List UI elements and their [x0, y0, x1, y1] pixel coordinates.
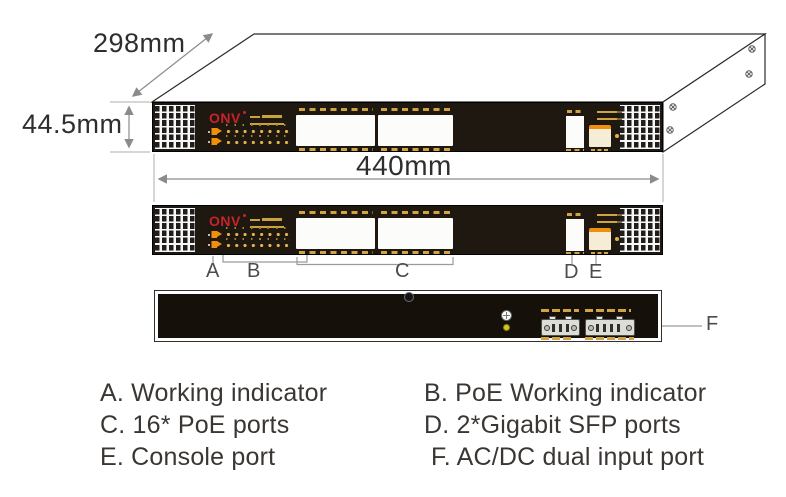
poe-port-bank-2	[378, 218, 453, 249]
dc-input-micro-label	[585, 309, 631, 312]
model-text-mark	[262, 218, 282, 221]
port-number-labels	[381, 251, 451, 254]
brand-logo: ONV	[209, 110, 241, 126]
sfp-port-labels	[566, 148, 584, 151]
console-port	[589, 125, 611, 147]
dc-input-terminal-block	[585, 316, 635, 336]
ac-pinout-micro-label	[541, 337, 571, 340]
working-indicator-arrow-icon	[208, 241, 222, 248]
ground-symbol-icon	[503, 324, 510, 331]
legend-left-column: A. Working indicator C. 16* PoE ports E.…	[100, 377, 327, 473]
chassis-3d-faces	[150, 32, 767, 154]
ac-input-micro-label	[541, 309, 579, 312]
poe-led-row	[225, 241, 292, 249]
vent-grille-left	[154, 207, 196, 253]
front-panel-3d-view: ONV	[152, 102, 663, 152]
terminal-tab	[565, 316, 572, 320]
terminal-tab	[596, 316, 603, 320]
panel-label-line	[597, 221, 622, 223]
callout-letter-f: F	[706, 313, 719, 335]
poe-led-row	[225, 230, 292, 238]
port-number-labels	[299, 148, 373, 151]
trademark-dot-icon	[243, 111, 246, 114]
legend-item: A. Working indicator	[100, 379, 328, 407]
screw-icon	[404, 292, 414, 302]
rear-panel-view	[154, 290, 662, 342]
brand-logo: ONV	[209, 213, 241, 229]
ac-input-terminal-block	[541, 316, 580, 336]
depth-dimension-label: 298mm	[93, 28, 186, 58]
legend-item: D. 2*Gigabit SFP ports	[424, 411, 681, 439]
vent-grille-right	[619, 104, 661, 150]
legend-right-column: B. PoE Working indicator D. 2*Gigabit SF…	[424, 377, 706, 473]
sfp-cage	[566, 116, 584, 148]
callout-letter-a: A	[206, 260, 220, 282]
model-text-mark	[250, 116, 260, 118]
sfp-port-labels	[567, 213, 582, 216]
led-number-ticks	[226, 124, 292, 126]
working-indicator-arrow-icon	[208, 231, 222, 238]
poe-port-bank-1	[296, 218, 375, 249]
front-panel-flat-view: ONV	[152, 205, 663, 255]
terminal-pins	[552, 324, 569, 332]
callout-letter-e: E	[589, 261, 603, 283]
port-number-labels	[299, 251, 373, 254]
callout-letter-c: C	[395, 260, 410, 282]
console-label	[591, 148, 609, 151]
sfp-port-labels	[566, 251, 584, 254]
height-dimension-label: 44.5mm	[22, 109, 123, 139]
model-text-mark	[250, 219, 260, 221]
poe-led-row	[225, 127, 292, 135]
panel-label-line	[597, 118, 622, 120]
panel-label-line	[597, 111, 622, 113]
legend-item: B. PoE Working indicator	[424, 379, 707, 407]
panel-label-line	[597, 214, 622, 216]
port-number-labels	[299, 108, 373, 111]
led-number-ticks	[226, 135, 292, 137]
terminal-pins	[596, 324, 624, 332]
trademark-dot-icon	[243, 214, 246, 217]
dc-pinout-micro-label	[585, 337, 634, 340]
terminal-tab	[549, 316, 556, 320]
terminal-tab	[616, 316, 623, 320]
vent-grille-right	[619, 207, 661, 253]
model-text-mark	[262, 115, 282, 118]
ground-screw-icon	[501, 310, 512, 321]
width-dimension-label: 440mm	[356, 150, 452, 181]
working-indicator-arrow-icon	[208, 128, 222, 135]
callout-letter-b: B	[247, 260, 261, 282]
side-screw-icons	[666, 45, 756, 134]
legend-item: F. AC/DC dual input port	[431, 443, 704, 471]
poe-port-bank-2	[378, 115, 453, 146]
callout-letter-d: D	[564, 261, 579, 283]
led-number-ticks	[226, 238, 292, 240]
port-number-labels	[299, 211, 373, 214]
legend-item: E. Console port	[100, 443, 276, 471]
port-number-labels	[381, 108, 451, 111]
led-number-ticks	[226, 227, 292, 229]
sfp-port-labels	[567, 110, 582, 113]
sfp-cage	[566, 219, 584, 251]
extension-lines	[110, 101, 664, 202]
vent-grille-left	[154, 104, 196, 150]
dimension-lines	[124, 33, 660, 184]
console-port	[589, 228, 611, 250]
status-led	[615, 237, 619, 241]
port-number-labels	[381, 148, 451, 151]
legend-item: C. 16* PoE ports	[100, 411, 290, 439]
poe-port-bank-1	[296, 115, 375, 146]
console-label	[591, 251, 609, 254]
status-led	[615, 134, 619, 138]
poe-led-row	[225, 138, 292, 146]
working-indicator-arrow-icon	[208, 138, 222, 145]
port-number-labels	[381, 211, 451, 214]
